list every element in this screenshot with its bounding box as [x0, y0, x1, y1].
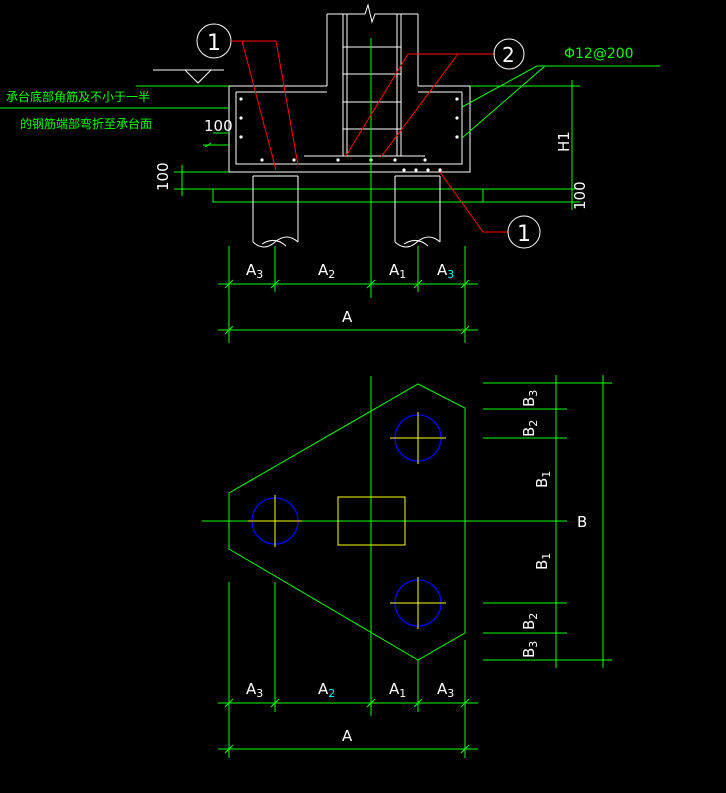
pile-cap-outline	[228, 85, 471, 173]
tag-2: 2	[493, 38, 525, 70]
dim-b3-label: B3	[520, 641, 540, 658]
plan-dim-b-chain: B3 B2 B1 B B1 B2 B3	[483, 375, 612, 668]
rebar-dots	[239, 97, 459, 172]
leader-lines	[232, 40, 508, 233]
dim-a3-label: A3	[246, 680, 263, 700]
section-view: 100 100 H1 100 Φ12@200	[0, 3, 660, 343]
dim-h1-right: H1 100	[470, 80, 589, 210]
construction-note: 承台底部角筋及不小于一半 的钢筋端部弯折至承台面	[0, 89, 229, 131]
pile-plan-left	[248, 495, 302, 547]
section-dim-chain: A3 A2 A1 A3 A	[218, 246, 478, 343]
pile-cap-plan-outline	[228, 383, 466, 661]
dim-100-label: 100	[571, 181, 589, 210]
pile-right-section	[394, 175, 441, 248]
cushion-layer	[212, 188, 484, 203]
cap-rebar-inner	[235, 92, 463, 165]
dim-b2-label: B2	[520, 613, 540, 630]
svg-text:1: 1	[207, 31, 221, 56]
dim-a3-label: A3	[437, 680, 454, 700]
svg-text:2: 2	[502, 43, 515, 67]
plan-view: B3 B2 B1 B B1 B2 B3 A3 A2 A1 A3	[202, 375, 612, 758]
column-plan	[337, 496, 406, 546]
dim-b2-label: B2	[520, 420, 540, 437]
dim-b1-label: B1	[533, 553, 553, 570]
dim-b1-label: B1	[533, 471, 553, 488]
svg-text:1: 1	[517, 222, 531, 247]
plan-dim-a-chain: A3 A2 A1 A3 A	[218, 582, 478, 758]
tag-1-top: 1	[196, 23, 232, 59]
dim-a3-label: A3	[246, 261, 263, 281]
dim-a3-label: A3	[437, 261, 454, 281]
dim-a2-label: A2	[318, 261, 335, 281]
dim-b3-label: B3	[520, 390, 540, 407]
dim-a-label: A	[342, 727, 353, 745]
column-section	[304, 3, 425, 157]
dim-a1-label: A1	[389, 261, 406, 281]
pile-left-section	[252, 175, 299, 248]
pile-plan-bottom	[390, 577, 446, 629]
dim-a-label: A	[342, 308, 353, 326]
dim-a1-label: A1	[389, 680, 406, 700]
dim-100-left-top: 100	[203, 117, 233, 148]
dim-100-label: 100	[204, 117, 233, 135]
dim-a2-label: A2	[318, 680, 335, 700]
rebar-spec-label: Φ12@200	[564, 46, 634, 62]
note-line-2: 的钢筋端部弯折至承台面	[20, 116, 152, 131]
note-line-1: 承台底部角筋及不小于一半	[6, 89, 150, 104]
dim-100-label: 100	[154, 162, 172, 191]
rebar-spec-callout: Φ12@200	[461, 46, 660, 139]
tag-1-bottom: 1	[507, 215, 541, 249]
dim-b-label: B	[577, 513, 587, 531]
h1-label: H1	[555, 131, 573, 152]
dim-100-left-bottom: 100	[154, 162, 229, 196]
elevation-symbol	[136, 69, 229, 87]
pile-plan-top	[390, 412, 446, 464]
